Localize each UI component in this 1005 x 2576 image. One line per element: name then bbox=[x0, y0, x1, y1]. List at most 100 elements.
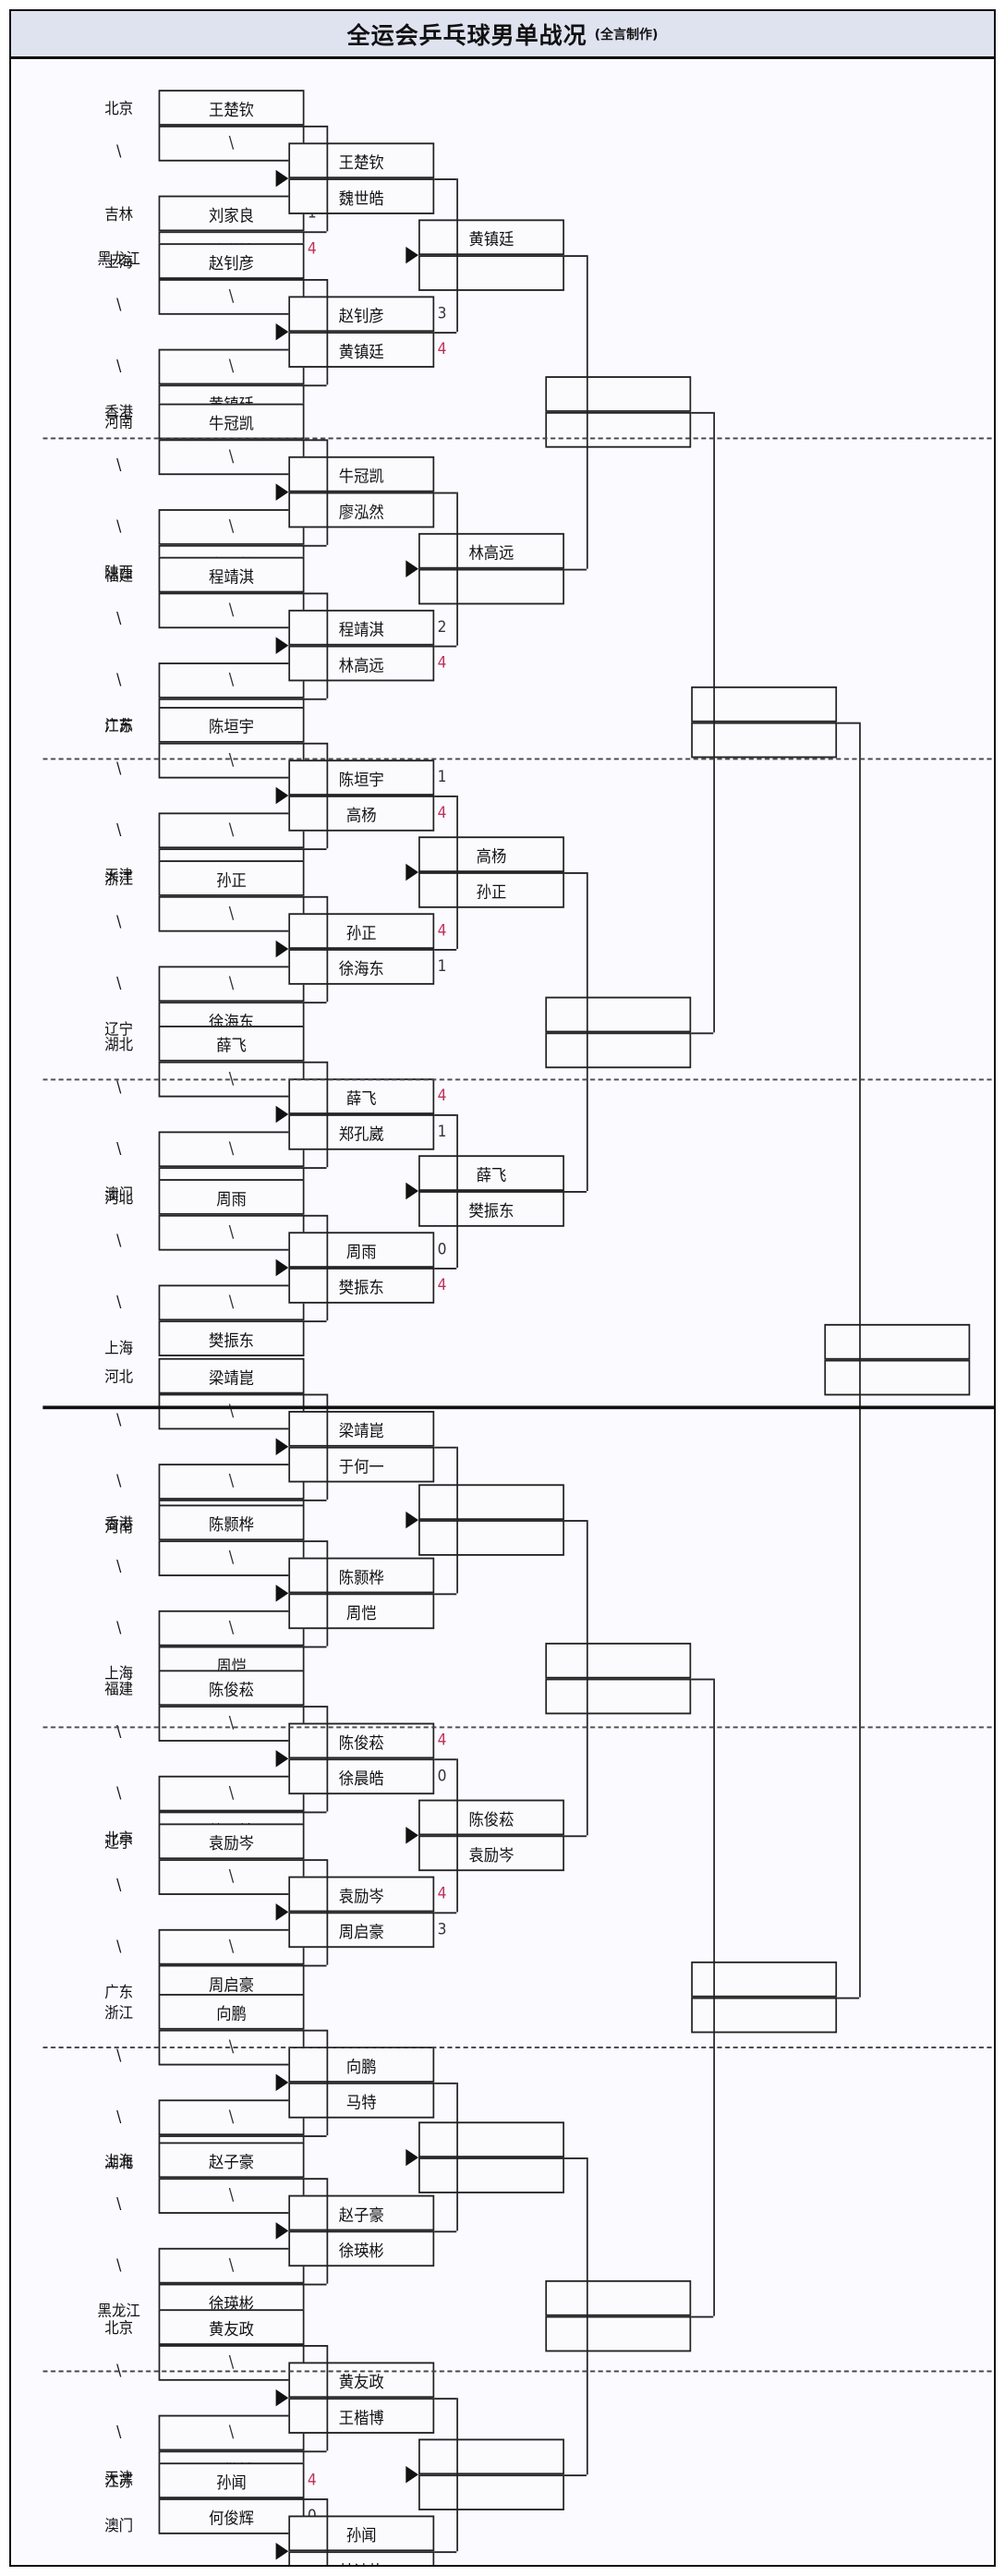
region-label: 河北 bbox=[104, 1369, 134, 1388]
region-label: 江苏 bbox=[104, 2474, 134, 2492]
group-g6-r1b-top: \ bbox=[158, 966, 305, 1002]
connector-arrow bbox=[406, 246, 419, 264]
connector-line bbox=[304, 1706, 327, 1708]
connector-arrow bbox=[275, 2222, 289, 2240]
group-g5-r1a-bottom: \ bbox=[158, 742, 305, 779]
region-label: 澳门 bbox=[104, 1187, 134, 1205]
group-g7-r2-bottom: 郑孔崴 bbox=[288, 1113, 435, 1150]
connector-line bbox=[304, 439, 327, 442]
round3-r3-5-bottom bbox=[418, 1520, 564, 1556]
group-g1-r1a-bottom: \ bbox=[158, 125, 305, 162]
connector-line bbox=[326, 2345, 329, 2451]
group-g12-r2-bottom: 周启豪 bbox=[288, 1912, 435, 1949]
connector-line bbox=[563, 568, 587, 571]
connector-arrow bbox=[275, 483, 289, 501]
group-g12-r2-top: 袁励岑 bbox=[288, 1876, 435, 1913]
connector-line bbox=[326, 1214, 329, 1321]
connector-line bbox=[304, 2345, 327, 2347]
region-label: \ bbox=[116, 1079, 122, 1097]
group-g13-r1b-top: \ bbox=[158, 2099, 305, 2136]
connector-line bbox=[304, 2498, 327, 2500]
region-label: 陕西 bbox=[104, 565, 134, 583]
connector-line bbox=[586, 2157, 588, 2475]
connector-line bbox=[837, 722, 860, 724]
group-g7-r2-top: 薛飞 bbox=[288, 1078, 435, 1114]
connector-line bbox=[304, 2029, 327, 2032]
connector-line bbox=[326, 1540, 329, 1646]
connector-arrow bbox=[275, 2543, 289, 2560]
group-g14-r1a-bottom: \ bbox=[158, 2178, 305, 2214]
connector-line bbox=[563, 872, 587, 874]
group-g5-r2-bottom: 高杨 bbox=[288, 795, 435, 832]
group-g5-r2-top: 陈垣宇 bbox=[288, 759, 435, 796]
region-label: \ bbox=[116, 1620, 122, 1637]
section-divider bbox=[42, 2047, 994, 2048]
round3-r3-2-top: 林高远 bbox=[418, 532, 564, 569]
connector-line bbox=[713, 411, 715, 1033]
connector-arrow bbox=[275, 169, 289, 188]
connector-arrow bbox=[275, 1258, 289, 1277]
connector-line bbox=[434, 332, 457, 334]
group-g10-r1a-bottom: \ bbox=[158, 1540, 305, 1576]
connector-line bbox=[456, 2082, 458, 2231]
region-label: 辽宁 bbox=[104, 1835, 134, 1853]
round3-r3-3-top: 高杨 bbox=[418, 836, 564, 873]
round3-r3-8-bottom bbox=[418, 2474, 564, 2510]
group-g15-r1a-bottom: \ bbox=[158, 2345, 305, 2381]
connector-line bbox=[326, 125, 329, 232]
region-label: 澳门 bbox=[104, 2519, 134, 2536]
score-value: 0 bbox=[437, 1241, 447, 1258]
connector-line bbox=[304, 1859, 327, 1862]
region-label: 福建 bbox=[104, 1682, 134, 1699]
group-g15-r2-top: 黄友政 bbox=[288, 2362, 435, 2399]
group-g14-r2-top: 赵子豪 bbox=[288, 2194, 435, 2231]
connector-line bbox=[304, 384, 327, 387]
group-g8-r2-top: 周雨 bbox=[288, 1232, 435, 1269]
region-label: 湖北 bbox=[104, 1037, 134, 1055]
connector-arrow bbox=[406, 2465, 419, 2484]
round3-r3-5-top bbox=[418, 1484, 564, 1521]
score-value: 4 bbox=[437, 805, 447, 822]
group-g5-r1b-top: \ bbox=[158, 812, 305, 849]
group-g8-r2-bottom: 樊振东 bbox=[288, 1268, 435, 1304]
group-g10-r1a-top: 陈颢桦 bbox=[158, 1504, 305, 1541]
group-g1-r2-top: 王楚钦 bbox=[288, 142, 435, 179]
connector-line bbox=[304, 1964, 327, 1967]
connector-line bbox=[304, 2450, 327, 2453]
region-label: \ bbox=[116, 518, 122, 536]
connector-line bbox=[304, 1167, 327, 1170]
page-title: 全运会乒乓球男单战况 bbox=[346, 21, 587, 49]
round4-r4-2-top bbox=[545, 996, 692, 1033]
connector-line bbox=[434, 2398, 457, 2400]
connector-line bbox=[586, 872, 588, 1192]
connector-line bbox=[304, 848, 327, 851]
connector-arrow bbox=[275, 1903, 289, 1921]
score-value: 4 bbox=[437, 1088, 447, 1105]
group-g15-r1b-top: \ bbox=[158, 2414, 305, 2451]
connector-line bbox=[434, 645, 457, 648]
region-label: \ bbox=[116, 2108, 122, 2126]
score-value: 4 bbox=[437, 341, 447, 358]
round3-r3-6-bottom: 袁励岑 bbox=[418, 1835, 564, 1872]
region-label: 黑龙江 bbox=[97, 251, 140, 269]
group-g1-r1a-top: 王楚钦 bbox=[158, 90, 305, 126]
round5-r5-2-top bbox=[691, 1961, 838, 1998]
title-bar: 全运会乒乓球男单战况 (全言制作) bbox=[11, 11, 994, 59]
group-g6-r2-bottom: 徐海东 bbox=[288, 949, 435, 985]
section-divider bbox=[42, 2370, 994, 2373]
connector-line bbox=[304, 1002, 327, 1004]
group-g3-r2-top: 牛冠凯 bbox=[288, 456, 435, 492]
group-g9-r1a-bottom: \ bbox=[158, 1393, 305, 1430]
connector-line bbox=[837, 1997, 860, 1999]
connector-line bbox=[456, 2398, 458, 2552]
region-label: 天津 bbox=[104, 2471, 134, 2488]
connector-line bbox=[434, 1113, 457, 1116]
group-g14-r1b-top: \ bbox=[158, 2247, 305, 2284]
group-g11-r1b-top: \ bbox=[158, 1775, 305, 1812]
connector-line bbox=[304, 2178, 327, 2181]
group-g7-r1a-top: 薛飞 bbox=[158, 1026, 305, 1062]
region-label: 香港 bbox=[104, 1516, 134, 1534]
connector-line bbox=[563, 1520, 587, 1522]
final-r6-1-top bbox=[824, 1323, 971, 1360]
group-g10-r1b-top: \ bbox=[158, 1610, 305, 1646]
